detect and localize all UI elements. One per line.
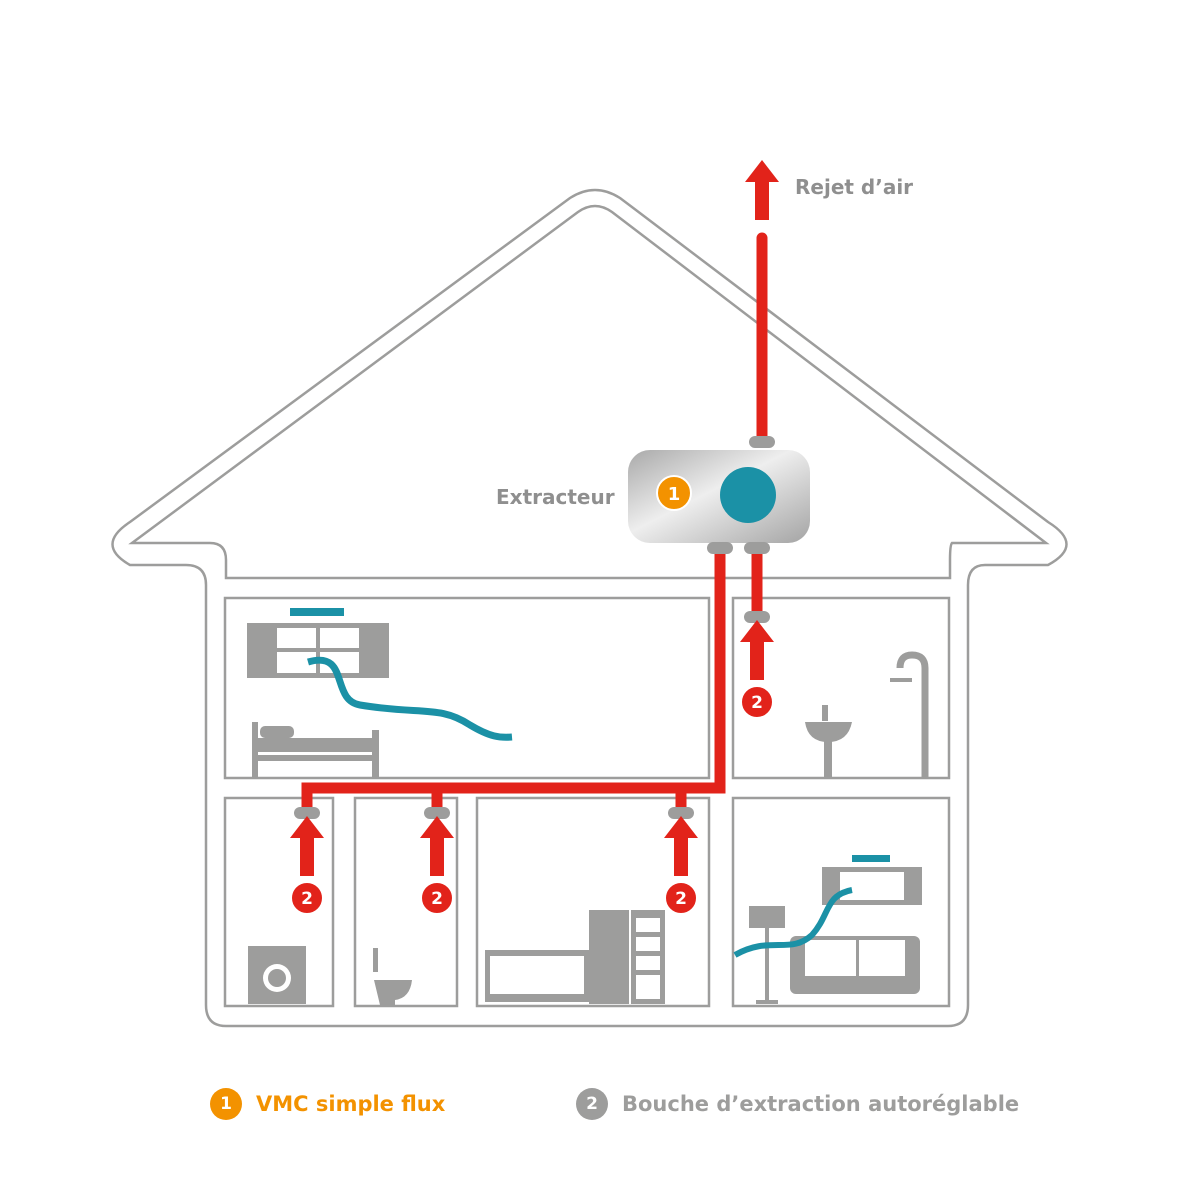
kitchen-furniture: [485, 910, 665, 1004]
vent-markers: [290, 685, 774, 915]
shower-icon: [890, 651, 929, 778]
legend-item-vmc: 1 VMC simple flux: [210, 1088, 445, 1120]
sofa-icon: [790, 936, 920, 994]
legend-marker-1: 1: [210, 1088, 242, 1120]
svg-text:2: 2: [431, 889, 443, 909]
svg-text:2: 2: [751, 693, 763, 713]
exhaust-arrow: [745, 160, 779, 220]
sink-icon: [805, 705, 852, 778]
extractor-label: Extracteur: [496, 485, 615, 509]
bed-icon: [252, 722, 379, 777]
house-outline: [111, 188, 1068, 1028]
lamp-icon: [749, 906, 785, 1004]
living-airflow-curve: [733, 887, 853, 958]
marker-1: [656, 475, 692, 511]
legend-marker-2: 2: [576, 1088, 608, 1120]
exhaust-label: Rejet d’air: [795, 175, 914, 199]
bedroom-window: [247, 608, 389, 678]
washing-machine-icon: [248, 946, 306, 1004]
svg-text:2: 2: [675, 889, 687, 909]
extractor-unit: [628, 450, 810, 543]
legend-text: Bouche d’extraction autoréglable: [622, 1092, 1020, 1116]
legend-item-vent: 2 Bouche d’extraction autoréglable: [576, 1088, 1019, 1120]
svg-text:2: 2: [301, 889, 313, 909]
fan-icon: [720, 467, 776, 523]
toilet-icon: [373, 948, 412, 1005]
svg-text:1: 1: [668, 484, 681, 505]
duct-network: [301, 232, 768, 810]
airflow-curve: [307, 656, 513, 741]
legend-text: VMC simple flux: [256, 1092, 446, 1116]
